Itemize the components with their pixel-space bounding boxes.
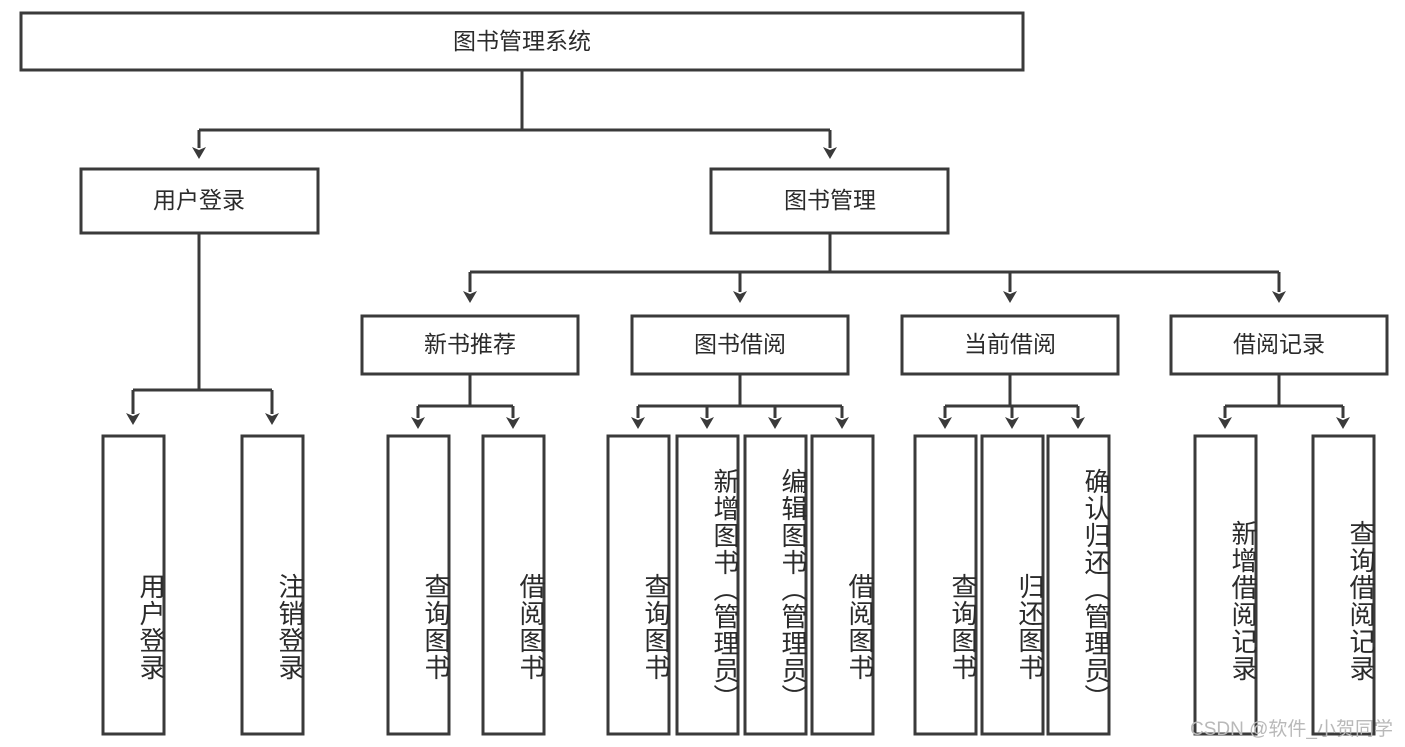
connector-borrowrecord-to-leaves — [1218, 374, 1350, 429]
node-user-login[interactable] — [79, 167, 320, 235]
leaf-box-book-borrow-3[interactable] — [810, 434, 875, 736]
node-borrow-record-label: 借阅记录 — [1233, 331, 1325, 357]
node-new-book-recommend-label: 新书推荐 — [424, 331, 516, 357]
connector-currentborrow-to-leaves — [938, 374, 1085, 429]
node-book-management[interactable] — [709, 167, 950, 235]
connector-userlogin-to-leaves — [126, 233, 279, 425]
leaf-box-current-borrow-1[interactable] — [980, 434, 1045, 736]
leaf-box-current-borrow-0[interactable] — [913, 434, 978, 736]
connector-newbook-to-leaves — [411, 374, 520, 429]
leaf-box-user-login-0[interactable] — [101, 434, 166, 736]
leaf-box-user-login-1[interactable] — [240, 434, 305, 736]
node-book-management-label: 图书管理 — [784, 187, 876, 213]
node-current-borrow[interactable] — [900, 314, 1120, 376]
leaf-box-book-borrow-2[interactable] — [743, 434, 808, 736]
leaf-box-book-borrow-0[interactable] — [606, 434, 671, 736]
node-root-label: 图书管理系统 — [453, 28, 591, 54]
leaf-box-borrow-record-0[interactable] — [1193, 434, 1258, 736]
leaf-box-current-borrow-2[interactable] — [1046, 434, 1111, 736]
leaf-box-book-borrow-1[interactable] — [675, 434, 740, 736]
node-root-book-management-system[interactable] — [19, 11, 1025, 72]
leaf-box-new-book-0[interactable] — [386, 434, 451, 736]
node-user-login-label: 用户登录 — [153, 187, 245, 213]
node-current-borrow-label: 当前借阅 — [964, 331, 1056, 357]
connector-bookmgmt-to-level3 — [463, 233, 1286, 303]
node-new-book-recommend[interactable] — [360, 314, 580, 376]
leaf-box-borrow-record-1[interactable] — [1311, 434, 1376, 736]
node-borrow-record[interactable] — [1169, 314, 1389, 376]
node-book-borrow[interactable] — [630, 314, 850, 376]
connector-root-to-level2 — [192, 70, 837, 159]
node-book-borrow-label: 图书借阅 — [694, 331, 786, 357]
leaf-box-new-book-1[interactable] — [481, 434, 546, 736]
csdn-watermark: CSDN @软件_小贺同学 — [1190, 719, 1393, 740]
connector-bookborrow-to-leaves — [631, 374, 849, 429]
